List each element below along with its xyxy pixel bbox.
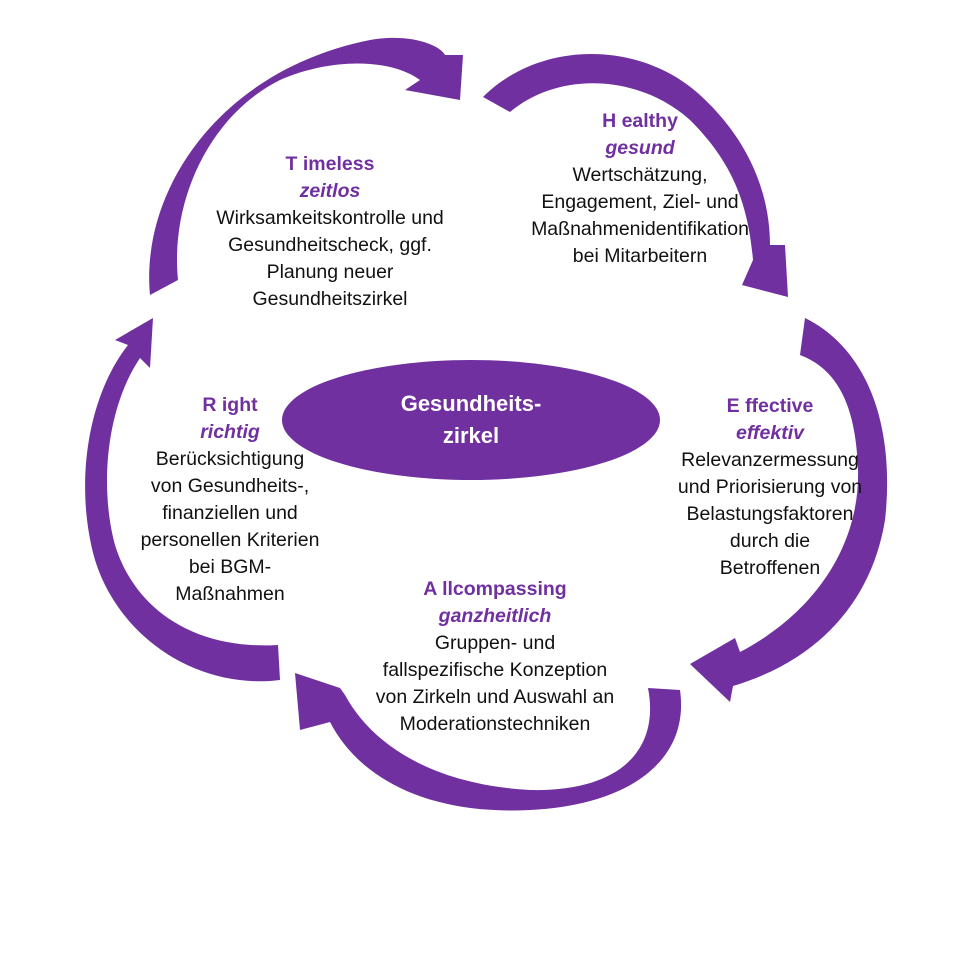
healthy-title: H ealthy — [602, 110, 678, 132]
effective-title: E ffective — [726, 395, 814, 417]
healthy-subtitle: gesund — [605, 137, 675, 159]
timeless-subtitle: zeitlos — [299, 180, 361, 202]
healthy-line: Maßnahmenidentifikation — [531, 218, 749, 240]
center-title-line2: zirkel — [442, 423, 500, 448]
arrow-timeless-to-healthy — [149, 37, 463, 296]
effective-subtitle: effektiv — [736, 422, 804, 444]
center-ellipse: Gesundheits- zirkel — [282, 360, 660, 480]
timeless-title: T imeless — [285, 153, 375, 175]
arrow-right-to-timeless — [85, 318, 280, 682]
allcompassing-line: Gruppen- und — [434, 632, 556, 654]
right-title: R ight — [202, 394, 258, 416]
timeless-line: Wirksamkeitskontrolle und — [216, 207, 444, 229]
effective-line: Belastungsfaktoren — [686, 503, 854, 525]
arrow-allcompassing-to-right — [295, 673, 682, 811]
right-line: finanziellen und — [162, 502, 298, 524]
timeless-line: Gesundheitszirkel — [252, 288, 408, 310]
right-line: von Gesundheits-, — [150, 475, 310, 497]
block-timeless: T imeless zeitlos Wirksamkeitskontrolle … — [180, 151, 480, 313]
allcompassing-line: von Zirkeln und Auswahl an — [375, 686, 615, 708]
effective-line: und Priorisierung von — [677, 476, 863, 498]
effective-line: Relevanzermessung — [681, 449, 859, 471]
arrow-healthy-to-effective — [483, 53, 788, 297]
allcompassing-subtitle: ganzheitlich — [438, 605, 552, 627]
healthy-line: Engagement, Ziel- und — [541, 191, 739, 213]
healthy-line: bei Mitarbeitern — [572, 245, 708, 267]
timeless-line: Planung neuer — [266, 261, 394, 283]
right-line: personellen Kriterien — [140, 529, 320, 551]
effective-line: Betroffenen — [719, 557, 821, 579]
allcompassing-title: A llcompassing — [423, 578, 567, 600]
effective-line: durch die — [729, 530, 811, 552]
allcompassing-line: fallspezifische Konzeption — [382, 659, 608, 681]
timeless-line: Gesundheitscheck, ggf. — [228, 234, 432, 256]
right-line: bei BGM- — [188, 556, 272, 578]
allcompassing-line: Moderationstechniken — [399, 713, 591, 735]
block-effective: E ffective effektiv Relevanzermessung un… — [610, 393, 930, 582]
right-line: Maßnahmen — [175, 583, 285, 605]
arrow-effective-to-allcompassing — [690, 318, 888, 702]
healthy-line: Wertschätzung, — [572, 164, 708, 186]
right-line: Berücksichtigung — [155, 448, 305, 470]
block-right: R ight richtig Berücksichtigung von Gesu… — [110, 392, 350, 608]
block-allcompassing: A llcompassing ganzheitlich Gruppen- und… — [335, 576, 655, 738]
center-title-line1: Gesundheits- — [400, 391, 542, 416]
block-healthy: H ealthy gesund Wertschätzung, Engagemen… — [490, 108, 790, 270]
right-subtitle: richtig — [200, 421, 260, 443]
